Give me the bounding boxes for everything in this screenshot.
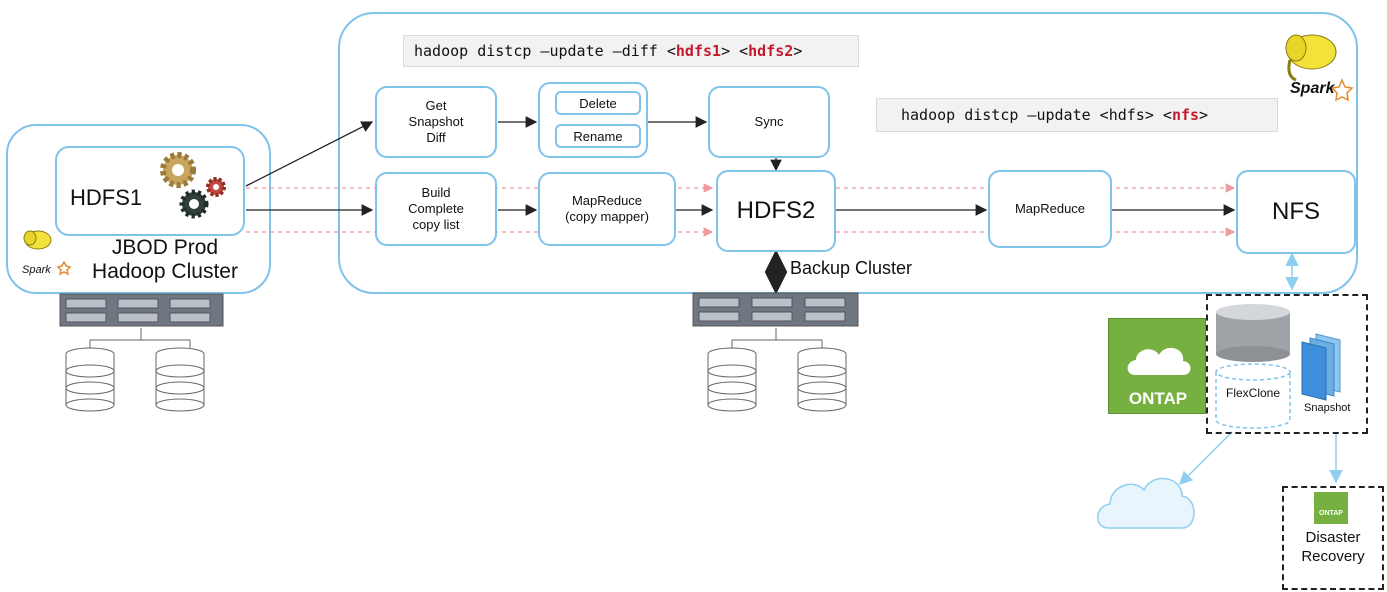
- prod-rack-server: [59, 293, 224, 327]
- build-copy-list-step: Build Complete copy list: [375, 172, 497, 246]
- distcp-nfs-command: hadoop distcp –update <hdfs> <nfs>: [876, 98, 1278, 132]
- rename-step: Rename: [555, 124, 641, 148]
- mapreduce-step: MapReduce: [988, 170, 1112, 248]
- cmd-diff-suffix: >: [793, 42, 803, 60]
- cmd-nfs-arg: nfs: [1171, 106, 1200, 124]
- snapshot-label: Snapshot: [1304, 402, 1351, 414]
- cmd-diff-arg1: hdfs1: [675, 42, 722, 60]
- cmd-diff-arg2: hdfs2: [748, 42, 794, 60]
- mapreduce-copy-mapper-step: MapReduce (copy mapper): [538, 172, 676, 246]
- sync-step: Sync: [708, 86, 830, 158]
- hdfs2-node: HDFS2: [716, 170, 836, 252]
- prod-cluster-title: JBOD Prod Hadoop Cluster: [92, 236, 238, 283]
- dr-ontap-badge: ONTAP: [1314, 492, 1348, 524]
- distcp-diff-command: hadoop distcp –update –diff <hdfs1> <hdf…: [403, 35, 859, 67]
- gears-icon: [160, 152, 226, 219]
- backup-rack-server: [692, 292, 859, 327]
- hadoop-elephant-logo-small: [23, 230, 52, 250]
- cmd-diff-prefix: hadoop distcp –update –diff <: [414, 42, 676, 60]
- prod-cluster-panel: [6, 124, 271, 294]
- flexclone-icon: [1215, 363, 1291, 429]
- get-snapshot-diff-step: Get Snapshot Diff: [375, 86, 497, 158]
- spark-logo-small: Spark: [22, 264, 51, 276]
- spark-star-icons: [56, 78, 1354, 276]
- snapshot-icon: [1301, 333, 1341, 401]
- cmd-diff-mid: > <: [721, 42, 749, 60]
- ontap-logo: ONTAP: [1108, 318, 1206, 414]
- hdfs1-label: HDFS1: [70, 185, 143, 210]
- spark-logo-large: Spark: [1290, 80, 1335, 97]
- cmd-nfs-suffix: >: [1199, 106, 1209, 124]
- hadoop-elephant-logo-large: [1285, 34, 1337, 82]
- flexclone-label: FlexClone: [1226, 386, 1281, 400]
- backup-cluster-label: Backup Cluster: [790, 258, 913, 278]
- cloud-icon: [1097, 477, 1195, 529]
- cylinder-icon: [1216, 304, 1290, 362]
- delete-step: Delete: [555, 91, 641, 115]
- ontap-cloud-icon: [1127, 347, 1191, 375]
- disaster-recovery-label: Disaster Recovery: [1301, 529, 1365, 565]
- nfs-node: NFS: [1236, 170, 1356, 254]
- cmd-nfs-prefix: hadoop distcp –update <hdfs> <: [901, 106, 1172, 124]
- storage-group: [1206, 294, 1368, 434]
- backup-disk-stacks: [707, 328, 847, 412]
- disaster-recovery-group: [1282, 486, 1384, 590]
- dr-ontap-label: ONTAP: [1319, 510, 1343, 517]
- prod-disk-stacks: [65, 328, 205, 412]
- ontap-label: ONTAP: [1128, 389, 1188, 408]
